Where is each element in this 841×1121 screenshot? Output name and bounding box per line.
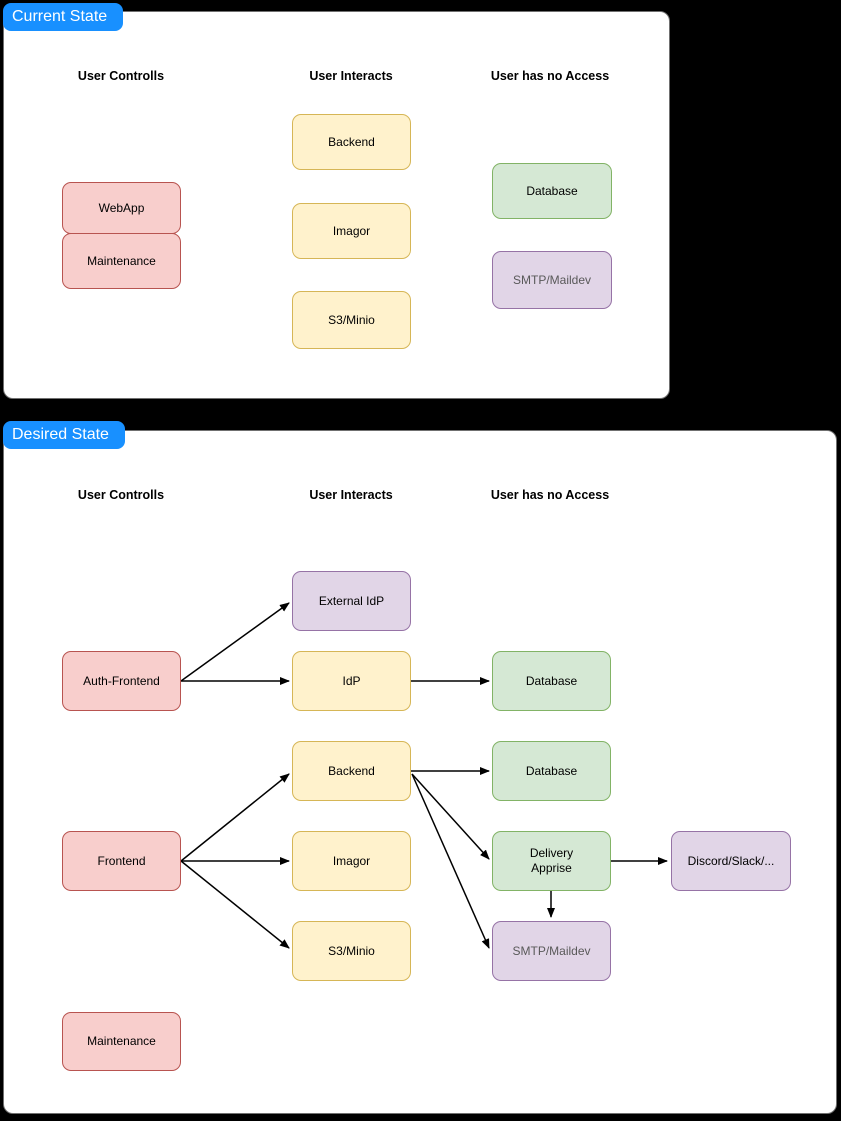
desired-state-label: Desired State xyxy=(3,421,125,449)
column-header-user-interacts: User Interacts xyxy=(309,488,393,502)
node-maintenance-current: Maintenance xyxy=(62,233,181,289)
column-header-user-controlls: User Controlls xyxy=(77,488,165,502)
edge-auth-frontend-to-external-idp xyxy=(180,602,290,682)
node-database-current: Database xyxy=(492,163,612,219)
node-delivery-apprise: Delivery Apprise xyxy=(492,831,611,891)
node-external-idp: External IdP xyxy=(292,571,411,631)
edge-frontend-to-backend xyxy=(180,773,290,862)
node-s3-minio: S3/Minio xyxy=(292,921,411,981)
node-discord-slack: Discord/Slack/... xyxy=(671,831,791,891)
node-database-idp: Database xyxy=(492,651,611,711)
edge-backend-to-smtp-maildev xyxy=(411,773,490,949)
node-backend: Backend xyxy=(292,741,411,801)
node-frontend: Frontend xyxy=(62,831,181,891)
node-idp: IdP xyxy=(292,651,411,711)
node-smtp-maildev: SMTP/Maildev xyxy=(492,921,611,981)
node-database-backend: Database xyxy=(492,741,611,801)
column-header-user-controlls: User Controlls xyxy=(77,69,165,83)
node-imagor: Imagor xyxy=(292,831,411,891)
column-header-user-has-no-access: User has no Access xyxy=(490,488,610,502)
edge-backend-to-delivery-apprise xyxy=(411,773,490,860)
edge-frontend-to-s3-minio xyxy=(180,860,290,949)
current-state-label-text: Current State xyxy=(12,8,108,25)
node-smtp-maildev-current: SMTP/Maildev xyxy=(492,251,612,309)
node-backend-current: Backend xyxy=(292,114,411,170)
desired-state-panel: User Controlls User Interacts User has no … xyxy=(3,430,837,1114)
desired-state-label-text: Desired State xyxy=(12,426,109,443)
node-maintenance: Maintenance xyxy=(62,1012,181,1071)
node-auth-frontend: Auth-Frontend xyxy=(62,651,181,711)
column-header-user-interacts: User Interacts xyxy=(309,69,393,83)
column-header-user-has-no-access: User has no Access xyxy=(490,69,610,83)
current-state-label: Current State xyxy=(3,3,124,31)
node-imagor-current: Imagor xyxy=(292,203,411,259)
node-webapp-current: WebApp xyxy=(62,182,181,234)
current-state-panel: User Controlls User Interacts User has no … xyxy=(3,11,670,399)
node-s3-minio-current: S3/Minio xyxy=(292,291,411,349)
